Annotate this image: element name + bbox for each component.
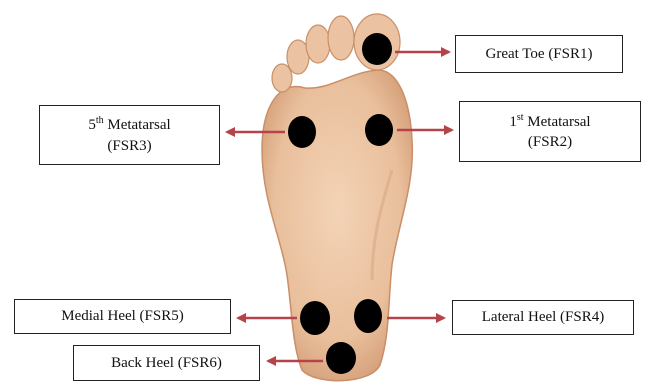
label-lateral-heel-text: Lateral Heel (FSR4)	[482, 307, 604, 327]
label-medial-heel: Medial Heel (FSR5)	[14, 299, 231, 334]
label-fifth-metatarsal-line1: 5th Metatarsal	[88, 114, 170, 135]
label-great-toe-text: Great Toe (FSR1)	[486, 44, 593, 64]
sole-outline	[262, 70, 412, 381]
sensor-fsr6	[326, 342, 356, 374]
toe-third	[306, 25, 330, 63]
label-back-heel-text: Back Heel (FSR6)	[111, 353, 222, 373]
label-lateral-heel: Lateral Heel (FSR4)	[452, 300, 634, 335]
toe-second	[328, 16, 354, 60]
label-first-metatarsal: 1st Metatarsal (FSR2)	[459, 101, 641, 162]
label-first-metatarsal-code: (FSR2)	[528, 132, 572, 152]
label-medial-heel-text: Medial Heel (FSR5)	[61, 306, 183, 326]
foot-sole	[262, 14, 412, 381]
sensor-fsr2	[365, 114, 393, 146]
label-fifth-metatarsal: 5th Metatarsal (FSR3)	[39, 105, 220, 165]
sensor-fsr1	[362, 33, 392, 65]
label-first-metatarsal-line1: 1st Metatarsal	[509, 111, 590, 132]
label-back-heel: Back Heel (FSR6)	[73, 345, 260, 381]
label-fifth-metatarsal-code: (FSR3)	[107, 136, 151, 156]
sensor-fsr5	[300, 301, 330, 335]
label-great-toe: Great Toe (FSR1)	[455, 35, 623, 73]
sensor-fsr4	[354, 299, 382, 333]
sensor-fsr3	[288, 116, 316, 148]
toe-little	[272, 64, 292, 92]
